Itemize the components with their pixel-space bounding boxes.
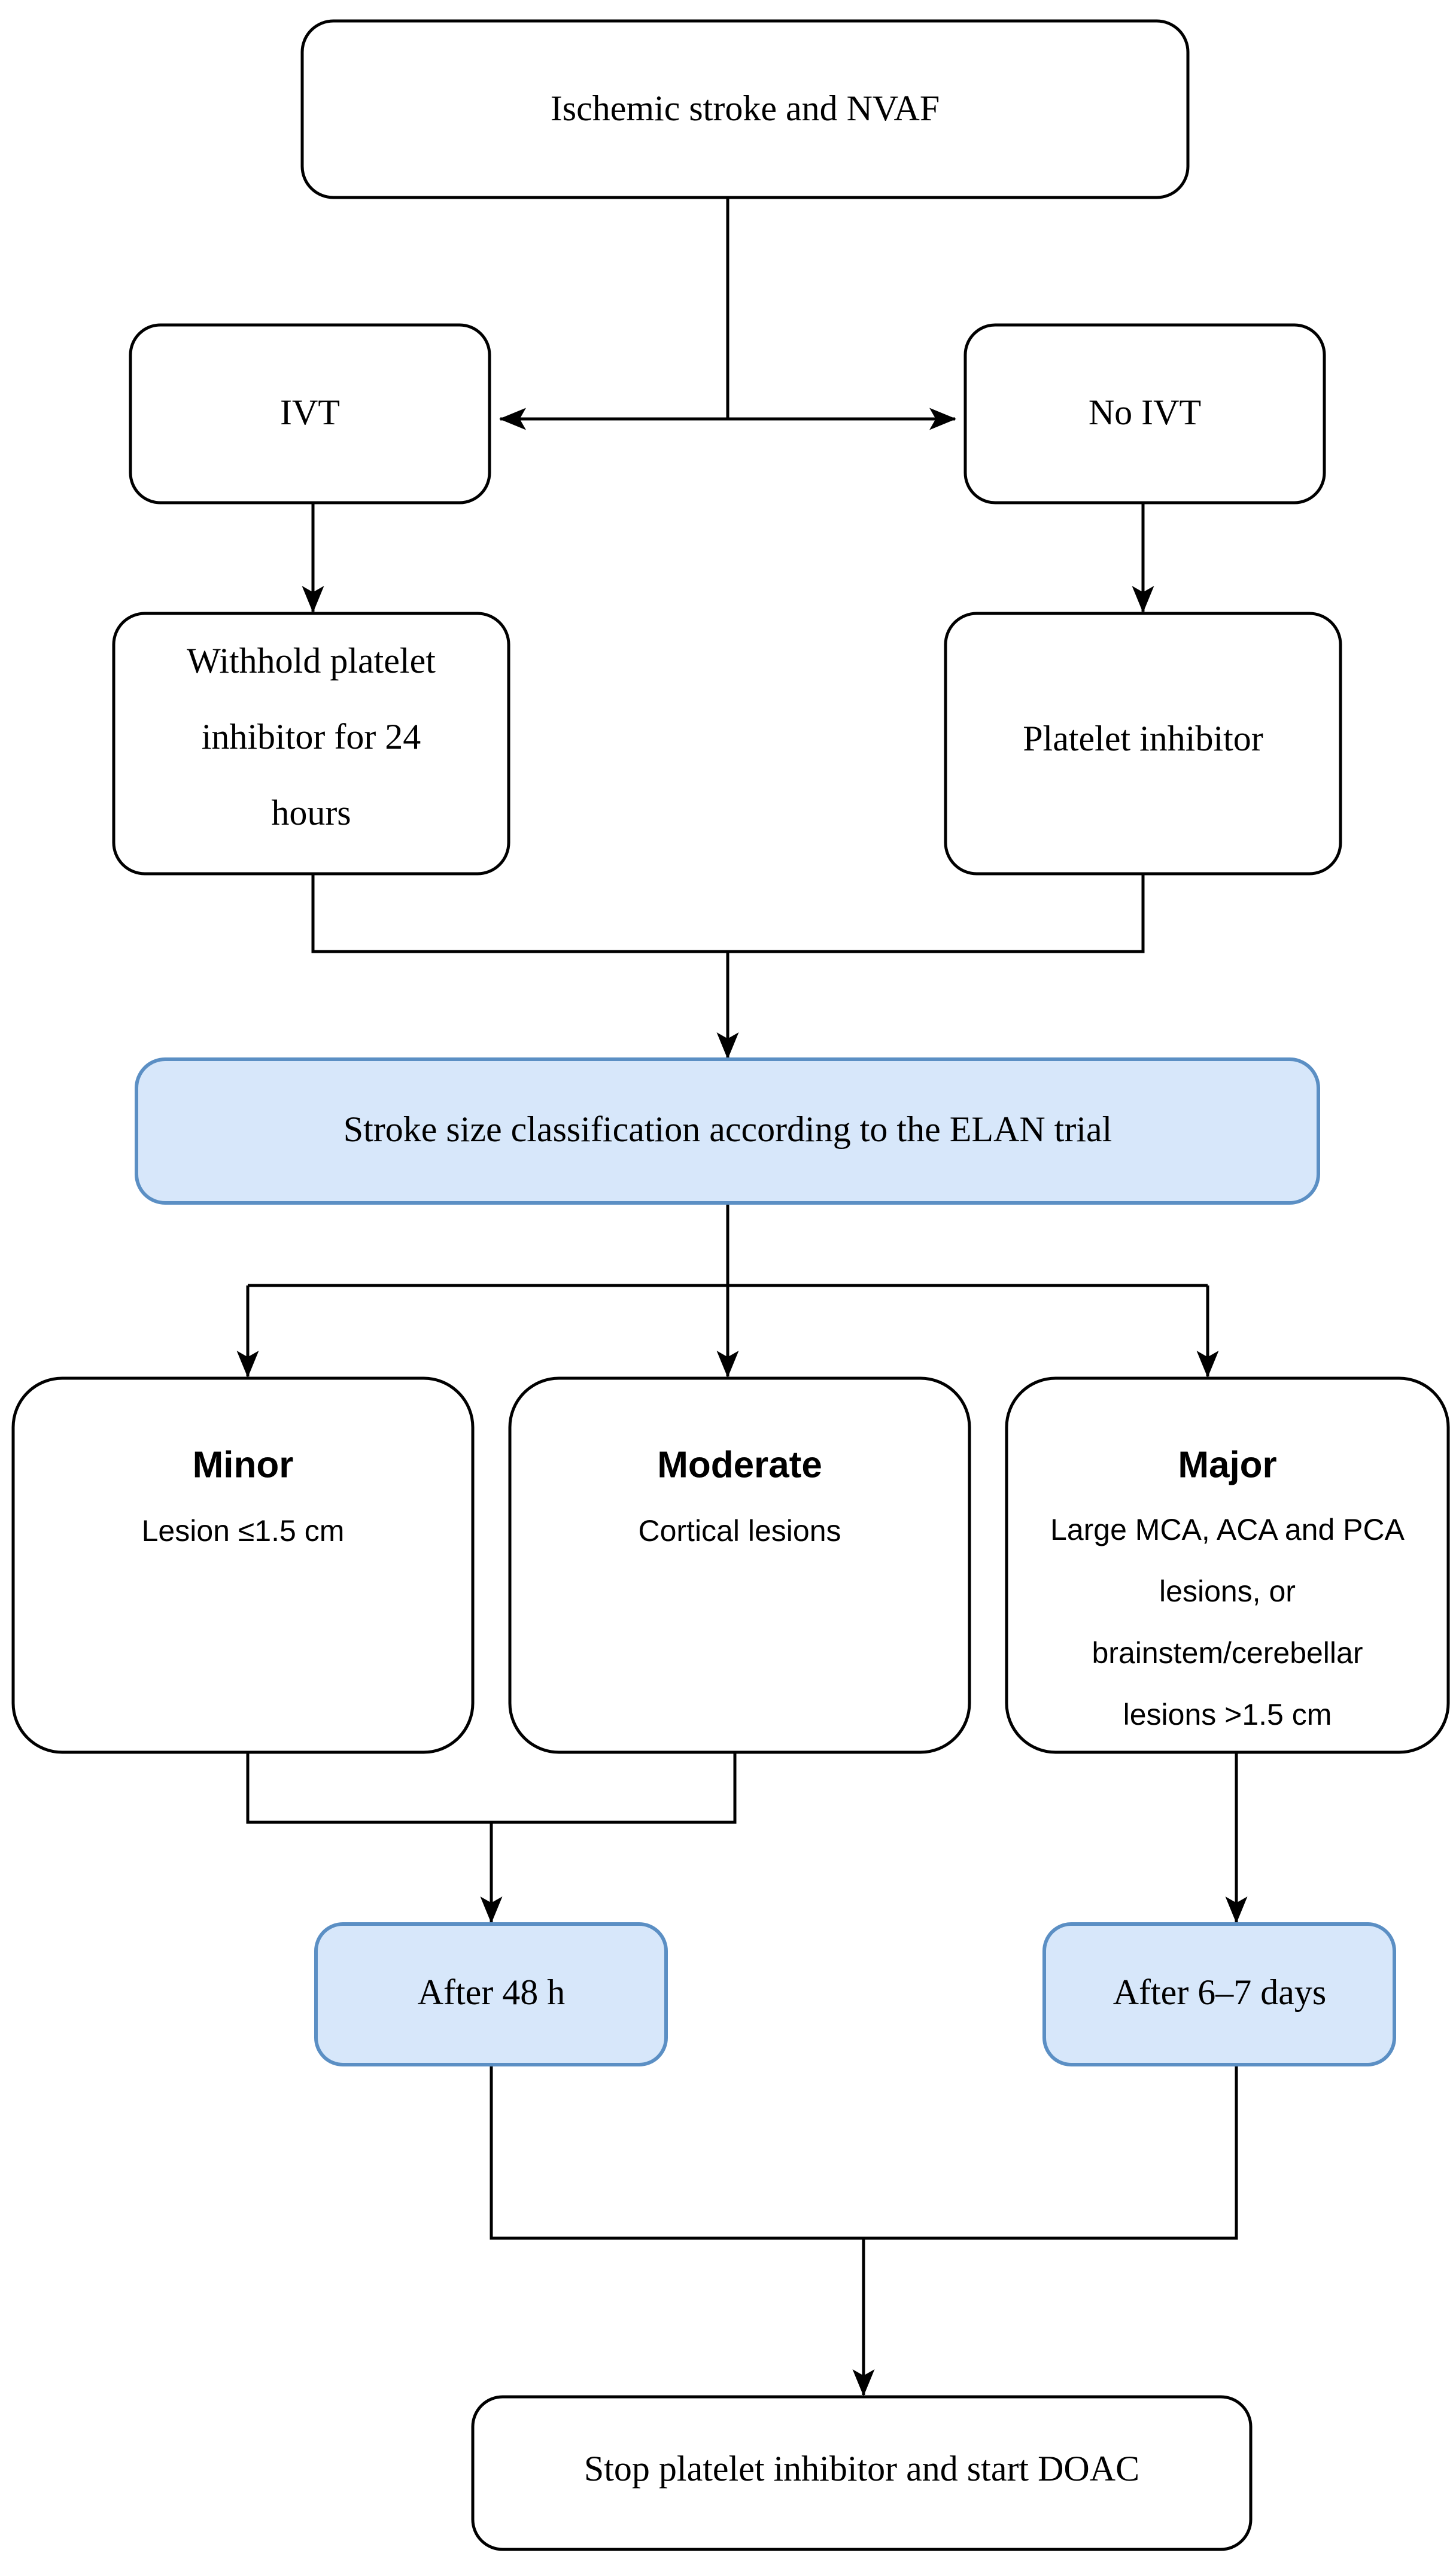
node-ischemic-stroke-nvaf[interactable]: Ischemic stroke and NVAF — [300, 19, 1190, 199]
node-stop-platelet-start-doac[interactable]: Stop platelet inhibitor and start DOAC — [471, 2395, 1253, 2551]
node-elan-classification[interactable]: Stroke size classification according to … — [135, 1057, 1320, 1205]
node-after-48h-box[interactable] — [314, 1922, 668, 2066]
node-major-box[interactable] — [1005, 1376, 1450, 1754]
node-major-description-line-1: Large MCA, ACA and PCA — [1050, 1513, 1405, 1546]
edge-timing-merge-bus — [490, 2065, 1238, 2240]
node-major-description-line-2: lesions, or — [1159, 1575, 1296, 1608]
node-ivt[interactable]: IVT — [129, 323, 491, 504]
node-minor-description-line-1: Lesion ≤1.5 cm — [142, 1514, 345, 1548]
node-moderate-box[interactable] — [508, 1376, 971, 1754]
node-after-6-7-days-label: After 6–7 days — [1113, 1973, 1327, 2012]
node-withhold-line-1: Withhold platelet — [187, 641, 436, 680]
node-moderate-title: Moderate — [657, 1444, 822, 1485]
node-elan-classification-label: Stroke size classification according to … — [344, 1110, 1112, 1149]
node-stop-platelet-start-doac-label: Stop platelet inhibitor and start DOAC — [584, 2449, 1139, 2488]
node-ivt-box[interactable] — [129, 323, 491, 504]
node-withhold-line-3: hours — [271, 793, 351, 832]
node-major-title: Major — [1178, 1444, 1276, 1485]
node-elan-classification-box[interactable] — [135, 1057, 1320, 1205]
node-after-6-7-days-box[interactable] — [1042, 1922, 1396, 2066]
node-withhold-line-2: inhibitor for 24 — [202, 717, 421, 756]
node-ischemic-stroke-nvaf-label: Ischemic stroke and NVAF — [551, 89, 940, 128]
node-moderate[interactable]: Moderate Cortical lesions — [508, 1376, 971, 1754]
node-platelet-inhibitor[interactable]: Platelet inhibitor — [944, 612, 1342, 876]
node-major-description-line-3: brainstem/cerebellar — [1092, 1636, 1363, 1670]
node-after-6-7-days[interactable]: After 6–7 days — [1042, 1922, 1396, 2066]
node-stop-platelet-start-doac-box[interactable] — [471, 2395, 1253, 2551]
node-after-48h-label: After 48 h — [418, 1973, 566, 2012]
node-withhold-platelet-inhibitor-box[interactable] — [112, 612, 510, 876]
node-major[interactable]: Major Large MCA, ACA and PCA lesions, or… — [1005, 1376, 1450, 1754]
node-platelet-inhibitor-box[interactable] — [944, 612, 1342, 876]
node-minor[interactable]: Minor Lesion ≤1.5 cm — [11, 1376, 475, 1754]
node-major-description-line-4: lesions >1.5 cm — [1123, 1698, 1332, 1731]
edge-minor-moderate-merge-bus — [246, 1752, 737, 1824]
node-no-ivt-label: No IVT — [1089, 393, 1201, 432]
node-withhold-platelet-inhibitor[interactable]: Withhold platelet inhibitor for 24 hours — [112, 612, 510, 876]
node-minor-title: Minor — [193, 1444, 294, 1485]
node-platelet-inhibitor-label: Platelet inhibitor — [1023, 719, 1263, 758]
node-ischemic-stroke-nvaf-box[interactable] — [300, 19, 1190, 199]
node-after-48h[interactable]: After 48 h — [314, 1922, 668, 2066]
node-no-ivt[interactable]: No IVT — [963, 323, 1326, 504]
node-minor-box[interactable] — [11, 1376, 475, 1754]
node-ivt-label: IVT — [280, 393, 340, 432]
node-moderate-description-line-1: Cortical lesions — [638, 1514, 841, 1548]
node-no-ivt-box[interactable] — [963, 323, 1326, 504]
edge-merge-to-elan-bus — [311, 874, 1145, 953]
